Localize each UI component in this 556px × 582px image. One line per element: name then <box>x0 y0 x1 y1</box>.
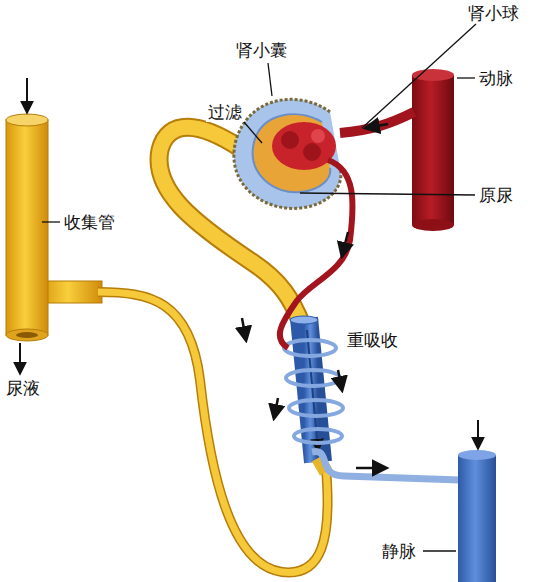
part-label: 肾小囊 <box>234 40 289 60</box>
flow-arrow <box>338 370 342 390</box>
part-label: 重吸收 <box>345 330 400 350</box>
leader-line <box>244 122 262 143</box>
collecting-duct <box>6 114 48 126</box>
flow-arrow <box>477 420 479 448</box>
part-label: 肾小球 <box>466 3 521 23</box>
bowman-capsule <box>234 99 341 208</box>
glomerulus <box>281 131 299 149</box>
flow-arrow <box>342 232 348 256</box>
capillary-coil <box>284 340 336 356</box>
renal-tubule <box>98 292 328 572</box>
capillary-coil <box>294 429 342 443</box>
vein <box>312 450 496 582</box>
capillary-coil <box>289 400 343 416</box>
vein <box>312 452 460 480</box>
vein <box>458 450 496 460</box>
leader-line <box>423 550 456 551</box>
part-label: 原尿 <box>477 185 515 205</box>
glomerulus <box>303 143 321 161</box>
artery <box>412 75 454 225</box>
artery <box>340 69 454 231</box>
collecting-duct <box>6 120 48 335</box>
leader-line <box>42 24 476 551</box>
flow-arrow <box>242 318 246 340</box>
leader-line <box>42 221 60 222</box>
renal-tubule <box>290 316 318 324</box>
flow-arrow <box>356 467 386 470</box>
collecting-duct <box>40 281 102 303</box>
renal-tubule <box>98 292 328 572</box>
part-label: 过滤 <box>206 102 244 122</box>
glomerulus <box>280 160 353 348</box>
collecting-duct <box>16 332 38 338</box>
flow-arrow <box>274 398 278 418</box>
flow-arrow <box>26 78 28 112</box>
artery <box>412 69 454 81</box>
collecting-duct <box>6 329 48 341</box>
bowman-capsule <box>234 99 341 208</box>
flow-arrow <box>366 124 388 128</box>
renal-tubule <box>307 330 318 450</box>
part-label: 收集管 <box>62 212 117 232</box>
vein <box>458 455 496 582</box>
flow-arrow <box>20 78 478 468</box>
leader-line <box>457 77 475 78</box>
glomerulus <box>272 122 353 348</box>
leader-line <box>362 24 476 128</box>
part-label: 静脉 <box>380 541 418 561</box>
glomerulus <box>272 122 336 170</box>
part-label: 尿液 <box>4 378 42 398</box>
glomerulus <box>311 129 325 143</box>
artery <box>412 219 454 231</box>
capillary-coil <box>284 340 343 443</box>
capillary-coil <box>286 370 340 386</box>
leader-line <box>300 193 475 195</box>
flow-arrow <box>19 343 21 373</box>
leader-line <box>268 63 272 96</box>
part-label: 动脉 <box>477 68 515 88</box>
